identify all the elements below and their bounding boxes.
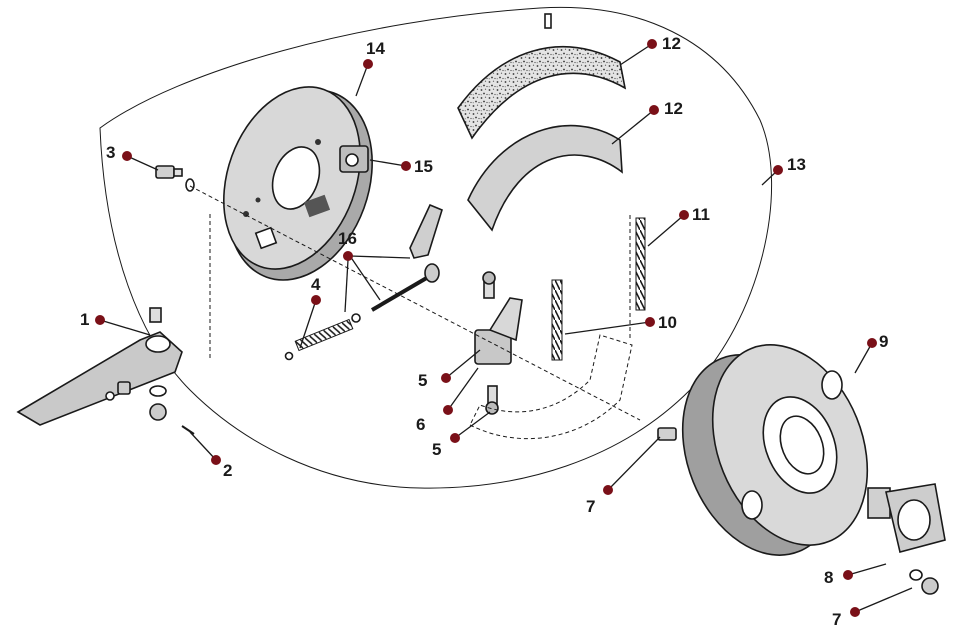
adjuster-link — [409, 203, 443, 259]
callout-4: 4 — [311, 275, 321, 305]
adjuster-spring — [294, 318, 354, 352]
callout-11: 11 — [679, 205, 710, 224]
return-spring-upper — [635, 217, 646, 311]
callout-label: 6 — [416, 415, 425, 434]
brake-lever — [16, 331, 183, 426]
adjuster-block — [474, 271, 523, 415]
callout-label: 14 — [366, 39, 385, 58]
callout-label: 4 — [311, 275, 321, 294]
callout-8: 8 — [824, 568, 853, 587]
kit-outline — [99, 6, 773, 489]
brake-drum — [681, 344, 869, 556]
callout-label: 15 — [414, 157, 433, 176]
callout-label: 8 — [824, 568, 833, 587]
callout-7-nut: 7 — [832, 607, 860, 629]
callout-label: 3 — [106, 143, 115, 162]
hold-down-pin — [370, 274, 432, 312]
callout-5-upper: 5 — [418, 371, 451, 390]
callout-3: 3 — [106, 143, 132, 162]
callout-label: 7 — [586, 497, 595, 516]
callout-label: 9 — [879, 332, 888, 351]
callout-9: 9 — [867, 332, 888, 351]
hub-flange — [867, 483, 946, 553]
callout-label: 11 — [692, 205, 710, 224]
callout-label: 2 — [223, 461, 232, 480]
callout-label: 12 — [662, 34, 681, 53]
callout-1: 1 — [80, 310, 105, 329]
callout-13: 13 — [773, 155, 806, 175]
mounting-bolt — [155, 165, 195, 192]
callout-5-lower: 5 — [432, 433, 460, 459]
callout-label: 13 — [787, 155, 806, 174]
callout-label: 10 — [658, 313, 677, 332]
cotter-pin — [181, 425, 195, 435]
brake-lining-upper — [457, 46, 627, 140]
callout-10: 10 — [645, 313, 677, 332]
callout-label: 12 — [664, 99, 683, 118]
callout-2: 2 — [211, 455, 232, 480]
callout-16: 16 — [338, 229, 357, 261]
callout-label: 1 — [80, 310, 89, 329]
callout-label: 7 — [832, 610, 841, 629]
callout-14: 14 — [363, 39, 385, 69]
shoe-position-outline — [469, 334, 633, 440]
callout-15: 15 — [401, 157, 433, 176]
callout-6: 6 — [416, 405, 453, 434]
leader-lines — [99, 43, 913, 613]
brake-shoe-lower — [467, 124, 623, 232]
callout-label: 5 — [432, 440, 441, 459]
callout-12-shoe: 12 — [649, 99, 683, 118]
return-spring-lower — [551, 279, 563, 361]
callout-12-lining: 12 — [647, 34, 681, 53]
callout-label: 16 — [338, 229, 357, 248]
assembly-axis — [189, 185, 641, 421]
callout-7-bolt: 7 — [586, 485, 613, 516]
backing-plate — [223, 86, 373, 281]
callout-label: 5 — [418, 371, 427, 390]
